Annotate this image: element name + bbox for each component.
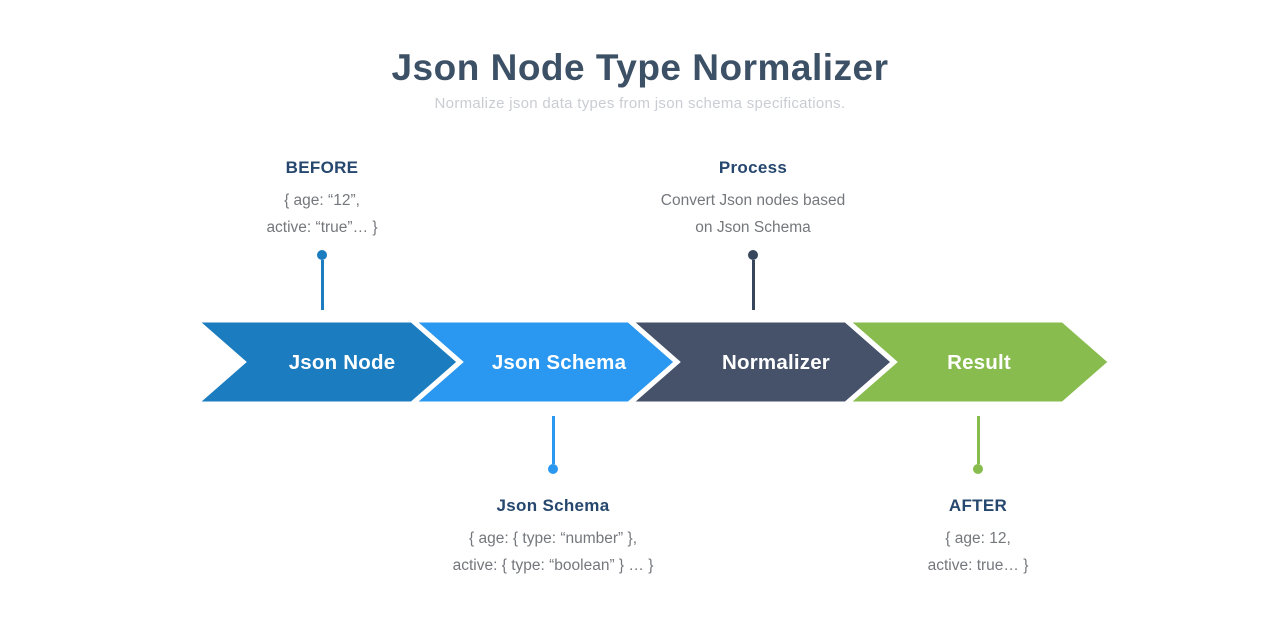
connector-after-line (976, 416, 980, 464)
connector-before-dot (317, 250, 327, 260)
annotation-process-line-1: Convert Json nodes based (660, 192, 846, 209)
annotation-process-body: Convert Json nodes based on Json Schema (661, 187, 845, 241)
connector-process-dot (748, 250, 758, 260)
annotation-schema-line-2: active: { type: “boolean” } … } (452, 557, 654, 574)
annotation-before-body: { age: “12”, active: “true”… } (266, 187, 377, 241)
annotation-before-heading: BEFORE (285, 158, 359, 177)
flow-step-label-3: Normalizer (722, 351, 830, 374)
annotation-after-body: { age: 12, active: true… } (928, 525, 1029, 579)
annotation-after-heading: AFTER (948, 496, 1008, 515)
connector-before-line (320, 260, 324, 310)
page-subtitle: Normalize json data types from json sche… (434, 95, 846, 112)
flow-step-shape-4 (839, 317, 1115, 407)
annotation-before: BEFORE { age: “12”, active: “true”… } (266, 158, 377, 241)
annotation-schema-heading: Json Schema (496, 496, 610, 515)
page-title: Json Node Type Normalizer (391, 47, 889, 88)
annotation-after-line-1: { age: 12, (945, 530, 1011, 547)
connector-process-pin (748, 250, 758, 310)
annotation-schema: Json Schema { age: { type: “number” }, a… (453, 496, 654, 579)
connector-schema-line (551, 416, 555, 464)
flow-arrows: Json Node Json Schema Normalizer Result (192, 317, 1115, 407)
flow-step-label-2: Json Schema (492, 351, 627, 374)
connector-schema-pin (548, 416, 558, 474)
flow-step-label-1: Json Node (289, 351, 396, 374)
connector-after-pin (973, 416, 983, 474)
annotation-before-line-1: { age: “12”, (284, 192, 360, 209)
annotation-process-heading: Process (718, 158, 788, 177)
annotation-schema-line-1: { age: { type: “number” }, (468, 530, 638, 547)
annotation-process-line-2: on Json Schema (695, 219, 811, 236)
annotation-before-line-2: active: “true”… } (266, 219, 378, 236)
connector-before-pin (317, 250, 327, 310)
connector-after-dot (973, 464, 983, 474)
annotation-after-line-2: active: true… } (927, 557, 1029, 574)
connector-process-line (751, 260, 755, 310)
annotation-process: Process Convert Json nodes based on Json… (661, 158, 845, 241)
flow-step-label-4: Result (947, 351, 1011, 374)
connector-schema-dot (548, 464, 558, 474)
annotation-after: AFTER { age: 12, active: true… } (928, 496, 1029, 579)
annotation-schema-body: { age: { type: “number” }, active: { typ… (453, 525, 654, 579)
